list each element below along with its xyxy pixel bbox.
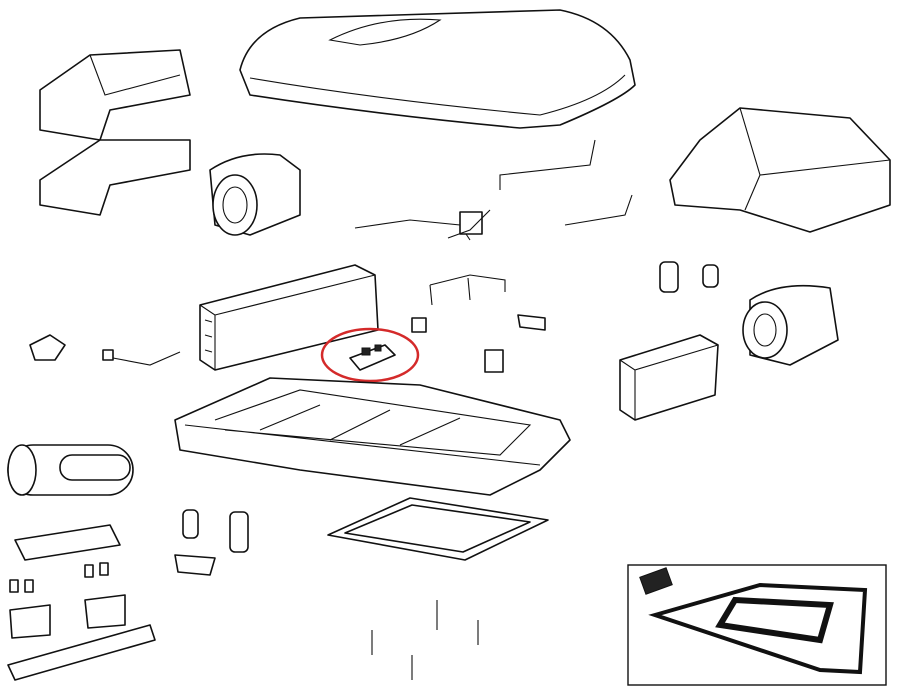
brackets[interactable]	[7, 524, 216, 681]
highlight-circle	[320, 327, 420, 383]
mounting-bolts[interactable]	[371, 600, 479, 680]
condenser-coil[interactable]	[619, 334, 719, 421]
right-shroud-cover[interactable]	[669, 107, 891, 233]
left-blower-housing[interactable]	[209, 153, 301, 236]
left-duct-bracket[interactable]	[39, 139, 191, 216]
left-air-duct[interactable]	[39, 49, 191, 141]
relay-assembly[interactable]	[447, 209, 491, 239]
base-pan[interactable]	[174, 377, 571, 496]
small-components[interactable]	[29, 314, 546, 373]
refrigerant-tubing	[354, 139, 633, 306]
compressor[interactable]	[7, 444, 134, 496]
evaporator-coil[interactable]	[199, 264, 379, 371]
remote-control[interactable]	[639, 567, 673, 595]
control-board[interactable]	[349, 344, 396, 371]
top-shroud-cover[interactable]	[239, 9, 636, 129]
right-blower-housing[interactable]	[742, 284, 839, 366]
ceiling-assembly-inset	[627, 564, 887, 686]
ceiling-gasket[interactable]	[327, 497, 549, 561]
capacitors[interactable]	[182, 261, 719, 553]
